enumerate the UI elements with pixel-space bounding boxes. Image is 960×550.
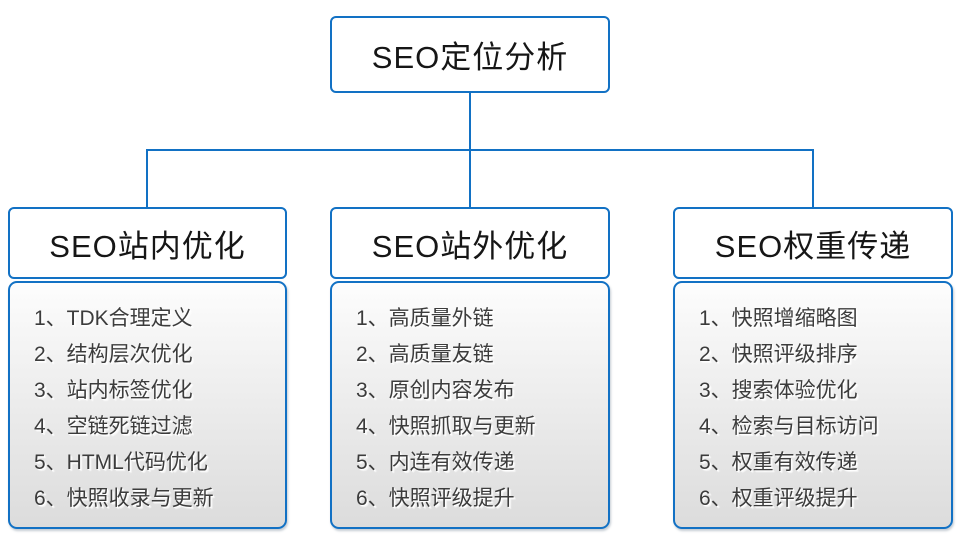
list-item: 1、高质量外链: [356, 307, 494, 330]
list-item: 1、快照增缩略图: [699, 307, 858, 330]
list-item: 3、搜索体验优化: [699, 379, 858, 402]
list-item: 5、内连有效传递: [356, 451, 515, 474]
list-item: 2、高质量友链: [356, 343, 494, 366]
branch-list-onsite: 1、TDK合理定义 2、结构层次优化 3、站内标签优化 4、空链死链过滤 5、H…: [8, 281, 287, 529]
list-item: 5、权重有效传递: [699, 451, 858, 474]
list-item: 1、TDK合理定义: [34, 307, 193, 330]
list-item: 6、快照收录与更新: [34, 487, 214, 510]
connector-root-stem: [469, 93, 471, 150]
root-title: SEO定位分析: [371, 40, 569, 75]
connector-right-stem: [812, 150, 814, 207]
list-item: 2、快照评级排序: [699, 343, 858, 366]
list-item: 4、快照抓取与更新: [356, 415, 536, 438]
connector-horizontal-rail: [146, 149, 814, 151]
branch-title: SEO站外优化: [371, 228, 569, 264]
branch-list-weight: 1、快照增缩略图 2、快照评级排序 3、搜索体验优化 4、检索与目标访问 5、权…: [673, 281, 953, 529]
branch-title: SEO权重传递: [714, 228, 912, 264]
list-item: 4、空链死链过滤: [34, 415, 193, 438]
branch-header-offsite: SEO站外优化: [330, 207, 610, 279]
list-item: 3、原创内容发布: [356, 379, 515, 402]
list-item: 4、检索与目标访问: [699, 415, 879, 438]
list-item: 3、站内标签优化: [34, 379, 193, 402]
branch-header-weight: SEO权重传递: [673, 207, 953, 279]
branch-title: SEO站内优化: [49, 228, 246, 264]
list-item: 6、快照评级提升: [356, 487, 515, 510]
root-node: SEO定位分析: [330, 16, 610, 93]
list-item: 2、结构层次优化: [34, 343, 193, 366]
list-item: 5、HTML代码优化: [34, 451, 208, 474]
branch-list-offsite: 1、高质量外链 2、高质量友链 3、原创内容发布 4、快照抓取与更新 5、内连有…: [330, 281, 610, 529]
list-item: 6、权重评级提升: [699, 487, 858, 510]
branch-header-onsite: SEO站内优化: [8, 207, 287, 279]
connector-middle-stem: [469, 150, 471, 207]
connector-left-stem: [146, 150, 148, 207]
